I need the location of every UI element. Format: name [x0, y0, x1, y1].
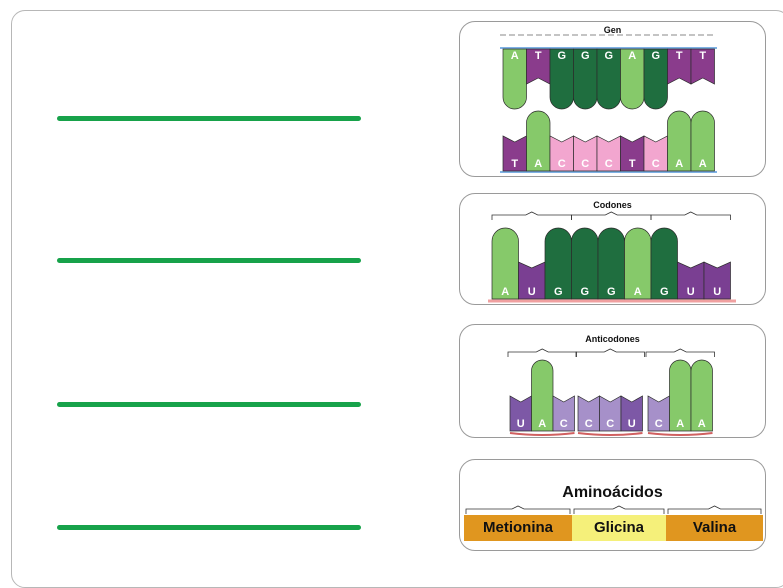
- base-u: [620, 395, 643, 432]
- base-a: [690, 110, 715, 172]
- base-letter: G: [557, 50, 566, 62]
- base-letter: C: [652, 158, 660, 170]
- base-a: [531, 359, 554, 432]
- base-letter: A: [511, 50, 519, 62]
- base-letter: U: [628, 418, 636, 430]
- codon-bracket: [491, 211, 572, 220]
- base-letter: A: [501, 286, 509, 298]
- codons-panel: Codones A U G G G A G U U: [459, 193, 766, 305]
- base-c: [647, 395, 670, 432]
- trna-backbone: [647, 432, 713, 436]
- base-u: [518, 261, 546, 300]
- base-letter: G: [580, 286, 589, 298]
- base-u: [509, 395, 532, 432]
- amino-acid-metionina: Metionina: [464, 515, 572, 541]
- base-letter: A: [699, 158, 707, 170]
- base-c: [643, 135, 668, 172]
- base-a: [502, 48, 527, 110]
- trna-backbone: [509, 432, 575, 436]
- base-g: [650, 227, 678, 300]
- gene-title: Gen: [603, 25, 622, 35]
- answer-line-4[interactable]: [57, 525, 361, 530]
- answer-line-1[interactable]: [57, 116, 361, 121]
- base-letter: U: [517, 418, 525, 430]
- base-c: [599, 395, 622, 432]
- base-letter: U: [687, 286, 695, 298]
- base-t: [502, 135, 527, 172]
- base-g: [643, 48, 668, 110]
- base-letter: T: [511, 158, 518, 170]
- codon-bracket: [667, 505, 762, 514]
- base-letter: A: [698, 418, 706, 430]
- base-letter: C: [605, 158, 613, 170]
- base-letter: A: [676, 418, 684, 430]
- amino-acids-title: Aminoácidos: [562, 484, 663, 501]
- base-a: [491, 227, 519, 300]
- codon-bracket: [571, 211, 652, 220]
- answer-line-2[interactable]: [57, 258, 361, 263]
- base-letter: C: [558, 158, 566, 170]
- base-letter: U: [528, 286, 536, 298]
- base-letter: T: [699, 50, 706, 62]
- base-a: [526, 110, 551, 172]
- codon-bracket: [573, 505, 665, 514]
- base-letter: A: [628, 50, 636, 62]
- base-letter: A: [675, 158, 683, 170]
- anticodons-panel: Anticodones U A C C C U C A A: [459, 324, 766, 438]
- base-c: [573, 135, 598, 172]
- base-c: [549, 135, 574, 172]
- amino-acids-panel: Aminoácidos Metionina Glicina Valina: [459, 459, 766, 551]
- base-letter: G: [651, 50, 660, 62]
- anticodons-title: Anticodones: [585, 334, 640, 344]
- base-u: [677, 261, 705, 300]
- base-letter: T: [676, 50, 683, 62]
- codon-bracket: [645, 348, 715, 357]
- base-letter: G: [660, 286, 669, 298]
- base-letter: G: [607, 286, 616, 298]
- codons-title: Codones: [593, 200, 632, 210]
- base-c: [577, 395, 600, 432]
- gene-panel: Gen A T G G G A G T T T A C C C T C A A: [459, 21, 766, 177]
- answer-line-3[interactable]: [57, 402, 361, 407]
- trna-backbone: [577, 432, 643, 436]
- base-t: [526, 48, 551, 85]
- gene-dna-diagram: A T G G G A G T T T A C C C T C A A: [500, 34, 717, 173]
- codon-bracket: [465, 505, 571, 514]
- amino-acid-glicina: Glicina: [572, 515, 666, 541]
- base-letter: G: [554, 286, 563, 298]
- base-a: [690, 359, 713, 432]
- base-letter: U: [713, 286, 721, 298]
- base-t: [667, 48, 692, 85]
- base-letter: T: [535, 50, 542, 62]
- base-letter: C: [585, 418, 593, 430]
- base-t: [690, 48, 715, 85]
- base-letter: C: [581, 158, 589, 170]
- base-t: [620, 135, 645, 172]
- base-letter: C: [560, 418, 568, 430]
- base-letter: T: [629, 158, 636, 170]
- base-letter: C: [655, 418, 663, 430]
- base-letter: G: [581, 50, 590, 62]
- base-letter: G: [604, 50, 613, 62]
- base-c: [552, 395, 575, 432]
- base-letter: C: [606, 418, 614, 430]
- base-c: [596, 135, 621, 172]
- amino-acid-brackets: [465, 505, 762, 514]
- base-u: [703, 261, 731, 300]
- codon-bracket: [650, 211, 731, 220]
- base-letter: A: [534, 158, 542, 170]
- base-letter: A: [634, 286, 642, 298]
- base-letter: A: [538, 418, 546, 430]
- codon-bracket: [507, 348, 577, 357]
- codon-bracket: [575, 348, 645, 357]
- amino-acid-valina: Valina: [666, 515, 763, 541]
